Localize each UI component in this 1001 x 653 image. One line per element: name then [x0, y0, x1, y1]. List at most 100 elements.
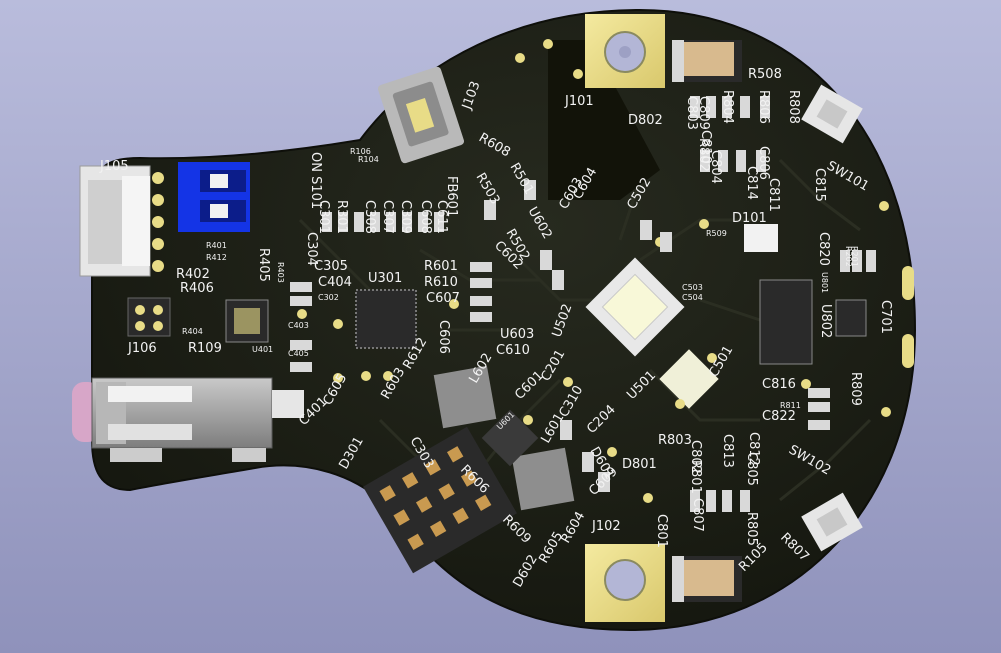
- silk-label-r406: R406: [180, 281, 214, 296]
- tactile-switch-2: [801, 492, 863, 552]
- silk-label-r201: R201: [850, 246, 859, 267]
- via: [333, 373, 343, 383]
- smd-component: [690, 490, 700, 512]
- silk-label-c608: C608: [418, 200, 433, 234]
- smd-component: [470, 262, 492, 272]
- mounting-hole-icon: [619, 46, 631, 58]
- silk-label-r301: R301: [334, 200, 349, 234]
- smd-component: [552, 270, 564, 290]
- smd-component: [290, 340, 312, 350]
- silk-label-r109: R109: [188, 341, 222, 356]
- smd-parts: [290, 96, 876, 512]
- via: [879, 201, 889, 211]
- via: [563, 377, 573, 387]
- silk-label-c305: C305: [314, 259, 348, 274]
- via: [297, 309, 307, 319]
- silk-label-c810: C810: [698, 130, 713, 164]
- silk-label-r404: R404: [182, 327, 203, 336]
- chip-u801: [835, 299, 867, 337]
- via: [543, 39, 553, 49]
- tantalum-capacitor-top: [672, 40, 742, 82]
- chip-u501: [659, 349, 719, 409]
- inductor-l602: [433, 365, 497, 429]
- silk-label-u603: U603: [500, 327, 534, 342]
- smd-component: [640, 220, 652, 240]
- smd-component: [722, 96, 732, 118]
- edge-pads: [902, 266, 914, 368]
- silk-label-r202: R202: [844, 246, 853, 267]
- mounting-pad-bottom: [585, 544, 665, 622]
- jst-connector-icon: [79, 165, 164, 277]
- silk-label-r601: R601: [424, 259, 458, 274]
- silk-label-d101: D101: [732, 211, 767, 226]
- smd-component: [690, 96, 700, 118]
- smd-component: [808, 402, 830, 412]
- silk-label-d801: D801: [622, 457, 657, 472]
- smd-component: [740, 490, 750, 512]
- silk-label-r801: R801: [688, 460, 703, 494]
- smd-component: [470, 278, 492, 288]
- silk-label-c307: C307: [380, 200, 395, 234]
- silk-label-r402: R402: [176, 267, 210, 282]
- chip-u502: [585, 257, 685, 357]
- vias: [297, 39, 891, 503]
- audio-jack-icon: [72, 377, 304, 462]
- smd-component: [736, 150, 746, 172]
- silk-label-c806: C806: [756, 146, 771, 180]
- silk-label-r803: R803: [658, 433, 692, 448]
- smd-component: [706, 96, 716, 118]
- silk-label-r508: R508: [748, 67, 782, 82]
- smd-component: [706, 490, 716, 512]
- silk-label-j102: J102: [591, 519, 621, 534]
- silk-label-c811: C811: [766, 178, 781, 212]
- smd-component: [290, 296, 312, 306]
- smd-component: [370, 212, 380, 232]
- silk-label-c822: C822: [762, 409, 796, 424]
- silk-label-r401: R401: [206, 241, 227, 250]
- silk-label-c302: C302: [318, 293, 339, 302]
- smd-component: [484, 200, 496, 220]
- smd-component: [290, 282, 312, 292]
- via: [801, 379, 811, 389]
- silk-label-d802: D802: [628, 113, 663, 128]
- smd-component: [852, 250, 862, 272]
- smd-component: [470, 312, 492, 322]
- tantalum-capacitor-bottom: [672, 556, 742, 602]
- chip-u802: [759, 279, 813, 365]
- via: [573, 69, 583, 79]
- silk-label-c820: C820: [816, 232, 831, 266]
- silk-label-u301: U301: [368, 271, 402, 286]
- silk-label-j101: J101: [564, 94, 594, 109]
- smd-component: [338, 212, 348, 232]
- smd-component: [418, 212, 428, 232]
- silk-label-c805: C805: [744, 452, 759, 486]
- pin-header: [363, 426, 517, 574]
- silk-label-c801: C801: [654, 514, 669, 548]
- smd-component: [290, 362, 312, 372]
- smd-component: [718, 150, 728, 172]
- silk-label-u801: U801: [820, 272, 829, 293]
- silk-label-r412: R412: [206, 253, 227, 262]
- silk-label-j106: J106: [127, 341, 157, 356]
- dip-switch-icon: [178, 162, 250, 232]
- silk-label-j105: J105: [99, 159, 129, 174]
- silk-label-c301: C301: [316, 200, 331, 234]
- silk-label-r804: R804: [720, 90, 735, 124]
- smd-component: [740, 96, 750, 118]
- tactile-switch-icon: [801, 84, 863, 144]
- smd-component: [700, 150, 710, 172]
- smd-component: [598, 472, 610, 492]
- smd-component: [582, 452, 594, 472]
- smd-component: [760, 96, 770, 118]
- chip-u401: [225, 299, 269, 343]
- smd-component: [402, 212, 412, 232]
- via: [881, 407, 891, 417]
- via: [515, 53, 525, 63]
- smd-component: [808, 388, 830, 398]
- silk-label-c804: C804: [708, 150, 723, 184]
- smd-component: [470, 296, 492, 306]
- silk-label-fb601: FB601: [444, 176, 459, 217]
- silk-label-r808: R808: [786, 90, 801, 124]
- silk-label-c504: C504: [682, 293, 703, 302]
